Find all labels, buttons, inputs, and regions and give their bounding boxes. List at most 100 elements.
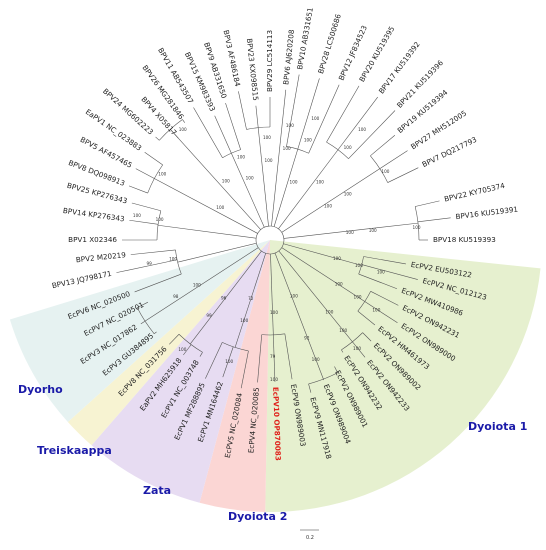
branch-tip bbox=[257, 334, 263, 383]
branch-tip bbox=[352, 341, 366, 358]
bootstrap-value: 100 bbox=[304, 138, 312, 143]
branch-internal bbox=[270, 253, 274, 335]
root-arc bbox=[255, 225, 285, 255]
branch-internal bbox=[177, 242, 257, 263]
branch-tip bbox=[370, 134, 396, 157]
branch-internal bbox=[190, 250, 262, 345]
branch-tip bbox=[129, 219, 159, 225]
bootstrap-value: 100 bbox=[225, 359, 233, 364]
bootstrap-value: 100 bbox=[344, 192, 352, 197]
branch-tip bbox=[417, 217, 451, 223]
bootstrap-value: 100 bbox=[377, 270, 385, 275]
branch-tip bbox=[170, 129, 179, 139]
bootstrap-value: 92 bbox=[304, 335, 310, 340]
branch-internal bbox=[281, 247, 365, 302]
branch-internal bbox=[231, 153, 265, 228]
clade-label-dyoiota-2: Dyoiota 2 bbox=[228, 510, 287, 523]
bootstrap-value: 100 bbox=[246, 176, 254, 181]
tip-label: BPV13 JQ798171 bbox=[51, 269, 112, 290]
branch-tip bbox=[286, 74, 300, 147]
clade-sector-3 bbox=[91, 240, 270, 503]
branch-tip bbox=[116, 259, 178, 273]
bootstrap-value: 100 bbox=[265, 158, 273, 163]
bootstrap-value: 100 bbox=[193, 282, 201, 287]
branch-tip bbox=[341, 349, 344, 353]
bootstrap-value: 100 bbox=[339, 328, 347, 333]
bootstrap-value: 100 bbox=[369, 228, 377, 233]
branch-tip bbox=[154, 331, 157, 335]
clade-sectors bbox=[9, 240, 541, 513]
branch-internal bbox=[278, 250, 353, 342]
branch-tip bbox=[362, 332, 372, 342]
branch-tip bbox=[326, 85, 360, 143]
bootstrap-value: 100 bbox=[270, 310, 278, 315]
branch-tip bbox=[348, 110, 396, 159]
branch-tip bbox=[199, 352, 203, 357]
branch-tip bbox=[130, 249, 176, 255]
bootstrap-value: 100 bbox=[179, 127, 187, 132]
bootstrap-value: 100 bbox=[240, 318, 248, 323]
tip-label: BPV22 KY705374 bbox=[443, 181, 506, 204]
bootstrap-value: 99 bbox=[206, 313, 212, 318]
branch-tip bbox=[144, 151, 163, 166]
branch-tip bbox=[255, 105, 259, 128]
branch-tip bbox=[297, 78, 320, 150]
branch-tip bbox=[387, 167, 419, 183]
bootstrap-value: 100 bbox=[290, 294, 298, 299]
tip-label: BPV2 M20219 bbox=[75, 250, 126, 264]
bootstrap-value: 100 bbox=[316, 179, 324, 184]
branch-internal bbox=[170, 129, 261, 230]
bootstrap-value: 100 bbox=[270, 377, 278, 382]
branch-tip bbox=[134, 273, 182, 293]
branch-tip bbox=[155, 136, 160, 141]
tip-label: BPV28 LC500686 bbox=[316, 12, 343, 74]
branch-tip bbox=[308, 84, 340, 154]
bootstrap-value: 100 bbox=[312, 357, 320, 362]
bootstrap-value: 100 bbox=[216, 205, 224, 210]
tip-label: BPV23 KX098515 bbox=[245, 38, 261, 101]
bootstrap-value: 100 bbox=[178, 347, 186, 352]
branch-tip bbox=[225, 102, 241, 150]
branch-tip bbox=[334, 366, 338, 373]
bootstrap-value: 100 bbox=[158, 172, 166, 177]
scale-bar: 0.2 bbox=[300, 529, 319, 541]
bootstrap-value: 100 bbox=[355, 263, 363, 268]
branch-internal bbox=[283, 243, 362, 266]
bootstrap-value: 100 bbox=[283, 146, 291, 151]
branch-tip bbox=[370, 291, 399, 306]
bootstrap-value: 100 bbox=[335, 281, 343, 286]
bootstrap-value: 100 bbox=[222, 179, 230, 184]
bootstrap-value: 100 bbox=[358, 127, 366, 132]
branch-tip bbox=[337, 96, 378, 150]
bootstrap-value: 100 bbox=[325, 309, 333, 314]
clade-label-dyorho: Dyorho bbox=[18, 383, 63, 396]
branch-tip bbox=[183, 344, 192, 356]
branch-tip bbox=[193, 107, 223, 158]
branch-internal bbox=[283, 222, 419, 239]
tip-label: BPV1 X02346 bbox=[68, 235, 117, 244]
bootstrap-value: 100 bbox=[156, 217, 164, 222]
bootstrap-value: 98 bbox=[173, 294, 179, 299]
branch-tip bbox=[182, 119, 186, 123]
branch-arc bbox=[222, 149, 241, 158]
clade-label-dyoiota-1: Dyoiota 1 bbox=[468, 420, 527, 433]
bootstrap-value: 100 bbox=[286, 123, 294, 128]
branch-internal bbox=[157, 224, 257, 239]
branch-tip bbox=[222, 346, 234, 378]
bootstrap-value: 100 bbox=[372, 308, 380, 313]
bootstrap-value: 100 bbox=[263, 135, 271, 140]
tip-label: BPV18 KU519393 bbox=[433, 235, 496, 244]
tip-label: BPV14 KP276343 bbox=[62, 206, 125, 224]
branch-tip bbox=[415, 200, 440, 207]
bootstrap-value: 100 bbox=[169, 257, 177, 262]
branch-tip bbox=[284, 333, 293, 380]
bootstrap-value: 100 bbox=[133, 213, 141, 218]
branch-tip bbox=[135, 168, 155, 179]
branch-tip bbox=[205, 342, 223, 379]
branch-internal bbox=[273, 149, 299, 227]
branch-internal bbox=[274, 252, 324, 380]
tip-label: BPV16 KU519391 bbox=[455, 205, 518, 222]
branch-tip bbox=[169, 334, 180, 345]
bootstrap-value: 100 bbox=[333, 256, 341, 261]
